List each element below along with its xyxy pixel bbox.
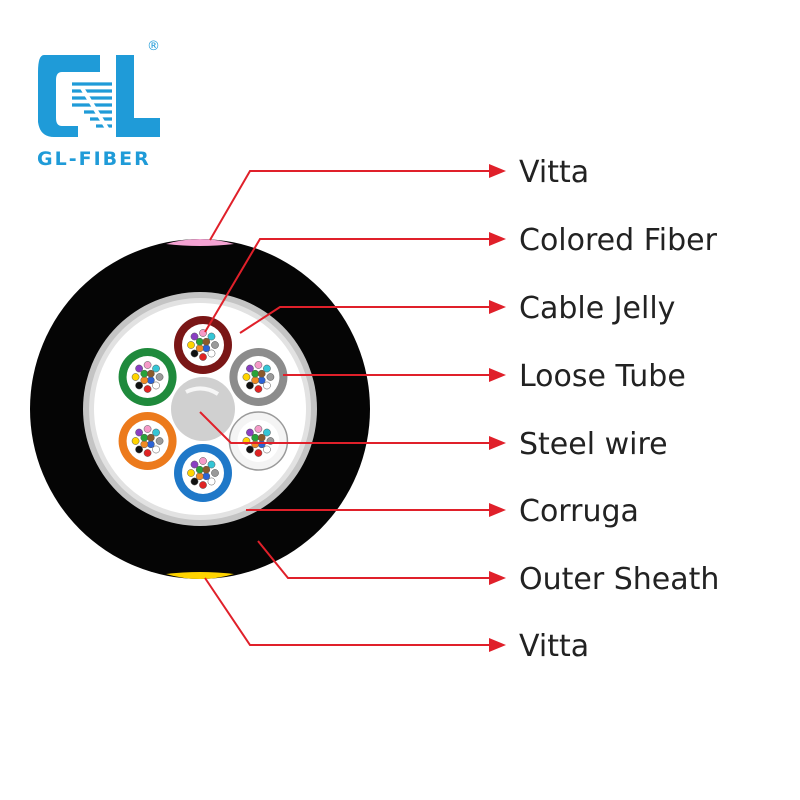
colored-fiber [263,381,271,390]
colored-fiber [131,437,140,445]
label-cable-jelly: Cable Jelly [519,291,675,326]
colored-fiber [246,428,254,437]
colored-fiber [254,385,263,393]
colored-fiber [207,477,216,486]
loose-tube [118,348,177,406]
colored-fiber [254,449,263,457]
colored-fiber [131,373,140,381]
colored-fiber [246,364,254,373]
colored-fiber [146,433,155,442]
colored-fiber [143,425,152,433]
loose-tube [228,411,289,471]
leader-line-steel-wire [199,411,495,444]
arrowhead-vitta-bottom [489,638,506,652]
label-vitta-top: Vitta [519,155,589,190]
brand-name: GL-FIBER [37,148,151,170]
colored-fiber [207,349,216,358]
label-colored-fiber: Colored Fiber [519,223,718,258]
leader-line-vitta-bottom [204,577,495,646]
leader-line-vitta-top [209,170,495,241]
colored-fiber [146,369,155,378]
arrowhead-outer-sheath [489,571,506,585]
colored-fiber [211,469,219,477]
leader-arrowheads [489,164,506,652]
leader-lines [199,170,495,646]
logo-g-shape [38,55,100,137]
colored-fiber [155,373,164,381]
logo-stripes [72,82,112,132]
colored-fiber [143,449,152,457]
colored-fiber [143,361,152,369]
callout-labels: Vitta Colored Fiber Cable Jelly Loose Tu… [519,155,719,664]
colored-fiber [207,332,216,341]
colored-fiber [202,465,211,474]
loose-tubes [118,316,289,502]
label-steel-wire: Steel wire [519,427,668,462]
colored-fiber [155,437,164,445]
colored-fiber [263,428,271,437]
arrowhead-colored-fiber [489,232,506,246]
colored-fiber [135,428,143,437]
colored-fiber [152,364,160,373]
colored-fiber [211,341,219,349]
arrowhead-corruga [489,503,506,517]
colored-fiber [207,460,216,469]
arrowhead-cable-jelly [489,300,506,314]
vitta-top [166,239,234,246]
colored-fiber [152,381,160,390]
colored-fiber [266,373,275,381]
cable [30,239,370,579]
label-vitta-bottom: Vitta [519,629,589,664]
colored-fiber [135,445,143,454]
colored-fiber [187,469,195,477]
colored-fiber [199,457,207,465]
leader-line-colored-fiber [204,238,495,333]
arrowhead-vitta-top [489,164,506,178]
label-loose-tube: Loose Tube [519,359,686,394]
colored-fiber [254,425,263,433]
steel-wire-highlight [185,386,220,396]
colored-fiber [190,477,199,486]
label-corruga: Corruga [519,494,639,529]
loose-tube [174,316,232,374]
colored-fiber [263,445,271,454]
logo-l-shape [116,55,160,137]
loose-tube [174,444,232,502]
arrowhead-steel-wire [489,436,506,450]
label-outer-sheath: Outer Sheath [519,562,719,597]
colored-fiber [190,332,199,341]
colored-fiber [254,361,263,369]
colored-fiber [246,445,254,454]
gl-fiber-logo: ® GL-FIBER [37,39,160,170]
leader-line-outer-sheath [257,540,495,579]
registered-mark: ® [147,39,160,54]
colored-fiber [199,481,207,489]
loose-tube [118,412,177,470]
colored-fiber [263,364,271,373]
colored-fiber [199,353,207,361]
colored-fiber [190,460,199,469]
vitta-bottom [166,572,234,579]
colored-fiber [152,428,160,437]
colored-fiber [190,349,199,358]
colored-fiber [152,445,160,454]
arrowhead-loose-tube [489,368,506,382]
colored-fiber [242,373,251,381]
colored-fiber [143,385,152,393]
colored-fiber [257,369,266,378]
loose-tube [229,348,288,406]
colored-fiber [135,381,143,390]
leader-line-cable-jelly [239,306,495,334]
colored-fiber [246,381,254,390]
colored-fiber [257,433,266,442]
colored-fiber [135,364,143,373]
colored-fiber [187,341,195,349]
colored-fiber [202,337,211,346]
